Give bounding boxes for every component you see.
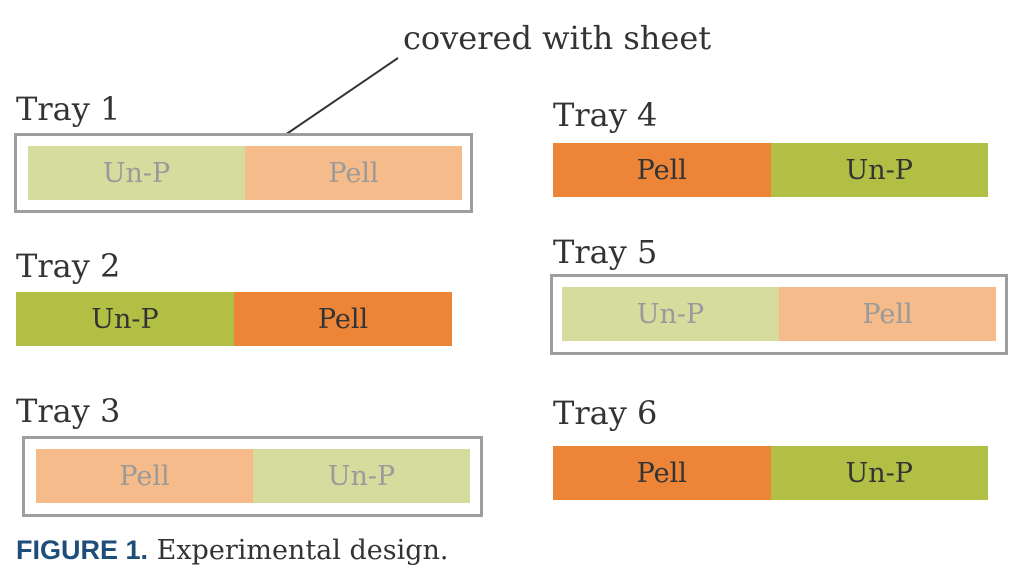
tray-5-label: Tray 5 — [553, 233, 658, 271]
tray-1-cell-1: Un-P — [28, 146, 245, 200]
tray-4-label: Tray 4 — [553, 96, 658, 134]
tray-2-label: Tray 2 — [16, 247, 121, 285]
tray-4: Pell Un-P — [553, 143, 988, 197]
tray-1: Un-P Pell — [28, 146, 462, 200]
tray-3-cell-1: Pell — [36, 449, 253, 503]
tray-1-cover-box — [14, 133, 473, 213]
figure-caption-text: Experimental design. — [148, 535, 449, 566]
tray-4-cell-2: Un-P — [770, 143, 988, 197]
tray-5-cell-1: Un-P — [562, 287, 779, 341]
tray-1-label: Tray 1 — [16, 90, 121, 128]
tray-6-cell-1: Pell — [553, 446, 771, 500]
tray-2-cell-1: Un-P — [16, 292, 234, 346]
tray-3-cell-2: Un-P — [253, 449, 470, 503]
tray-1-cell-2: Pell — [245, 146, 462, 200]
tray-3: Pell Un-P — [36, 449, 470, 503]
figure-caption: FIGURE 1. Experimental design. — [16, 535, 449, 566]
tray-2-cell-2: Pell — [234, 292, 452, 346]
tray-6-cell-2: Un-P — [770, 446, 988, 500]
tray-4-cell-1: Pell — [553, 143, 771, 197]
tray-3-cover-box — [22, 436, 483, 517]
annotation-covered-with-sheet: covered with sheet — [403, 19, 712, 57]
tray-6: Pell Un-P — [553, 446, 988, 500]
tray-5: Un-P Pell — [562, 287, 996, 341]
tray-5-cell-2: Pell — [779, 287, 996, 341]
tray-2: Un-P Pell — [16, 292, 452, 346]
figure-number: FIGURE 1. — [16, 535, 149, 565]
tray-6-label: Tray 6 — [553, 394, 658, 432]
tray-3-label: Tray 3 — [16, 392, 121, 430]
tray-5-cover-box — [550, 274, 1008, 355]
